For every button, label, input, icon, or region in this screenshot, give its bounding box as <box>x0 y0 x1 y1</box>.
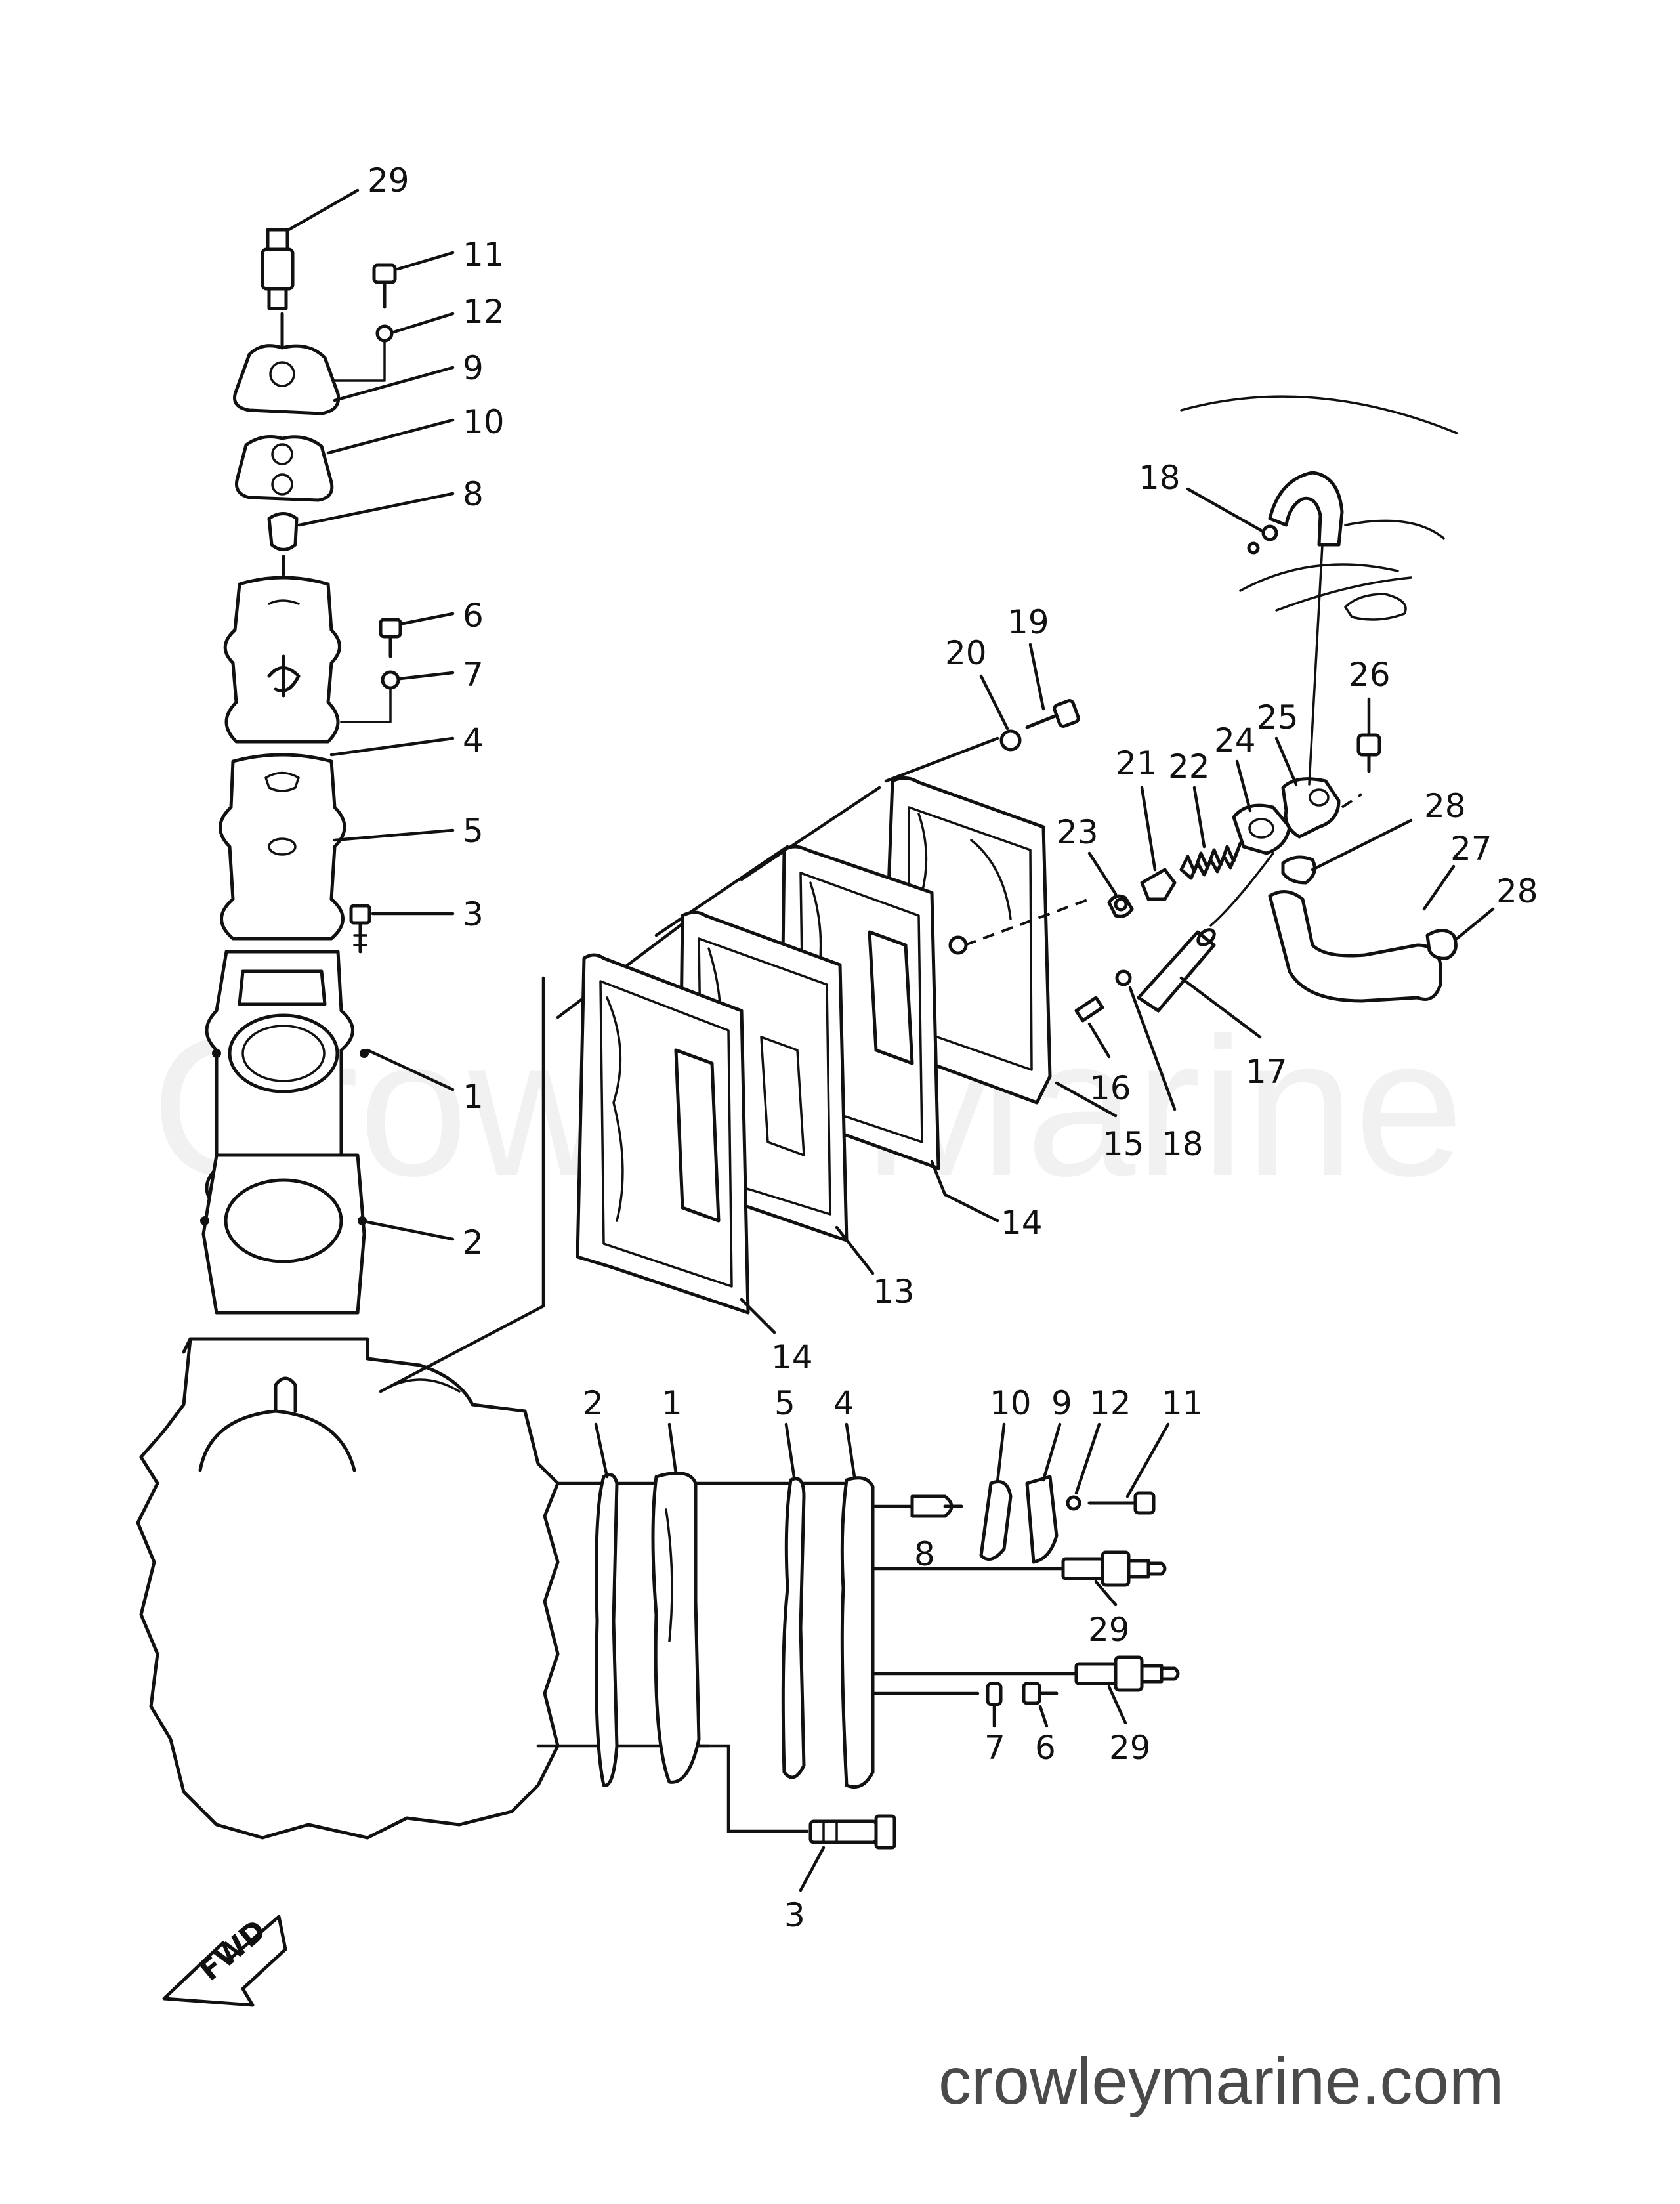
callout-7-top: 7 <box>463 656 484 694</box>
callout-3-top: 3 <box>463 895 484 933</box>
head-gasket-5 <box>219 753 346 941</box>
callout-16: 16 <box>1089 1069 1131 1107</box>
side-bolt-6 <box>1022 1682 1059 1705</box>
side-gasket-10 <box>979 1480 1013 1561</box>
callout-5-side: 5 <box>774 1384 795 1422</box>
clamp-28-right <box>1425 929 1458 960</box>
side-spark-plug-upper <box>1061 1550 1167 1587</box>
crankcase <box>136 1337 560 1840</box>
side-head-4 <box>840 1476 875 1789</box>
callout-15: 15 <box>1102 1125 1144 1163</box>
callout-1-side: 1 <box>662 1384 682 1422</box>
clip-18-upper <box>1261 524 1278 541</box>
callout-10-top: 10 <box>463 403 505 441</box>
callout-24: 24 <box>1214 721 1256 759</box>
pin-16 <box>1074 996 1104 1023</box>
callout-3-side: 3 <box>784 1896 805 1934</box>
callout-6-side: 6 <box>1035 1729 1056 1767</box>
callout-8-top: 8 <box>463 475 484 513</box>
bolt-6-top <box>379 618 402 658</box>
callout-4-side: 4 <box>833 1384 854 1422</box>
side-gasket-5 <box>781 1477 806 1779</box>
callout-2-side: 2 <box>583 1384 604 1422</box>
callout-11-side: 11 <box>1162 1384 1204 1422</box>
bolt-11-top <box>372 263 397 309</box>
side-spark-plug-lower <box>1074 1655 1180 1692</box>
callout-20: 20 <box>945 634 987 672</box>
callout-12-side: 12 <box>1089 1384 1131 1422</box>
callout-19: 19 <box>1007 603 1049 641</box>
clamp-28-left <box>1281 855 1316 885</box>
washer-7-top <box>381 670 400 690</box>
cover-25 <box>1281 777 1341 839</box>
callout-14-mid: 14 <box>1001 1204 1043 1242</box>
callout-28-right: 28 <box>1496 872 1538 910</box>
callout-28-left: 28 <box>1424 787 1466 825</box>
callout-8-side: 8 <box>914 1535 935 1573</box>
callout-5-top: 5 <box>463 812 484 850</box>
pipe-17 <box>1137 930 1216 1013</box>
callout-10-side: 10 <box>990 1384 1032 1422</box>
site-url: crowleymarine.com <box>938 2045 1503 2118</box>
callout-26: 26 <box>1349 656 1391 694</box>
clip-18-lower <box>1115 969 1132 986</box>
callout-25: 25 <box>1257 698 1299 736</box>
base-gasket-2 <box>201 1153 366 1315</box>
side-stud-3 <box>808 1814 896 1850</box>
spark-plug-top <box>261 228 295 310</box>
side-bolt-11 <box>1087 1491 1156 1515</box>
callout-1-top: 1 <box>463 1078 484 1116</box>
callout-18-upper: 18 <box>1139 459 1181 497</box>
hose-upper <box>1268 471 1344 547</box>
washer-20 <box>999 729 1022 752</box>
bolt-19 <box>1025 699 1080 729</box>
callout-17: 17 <box>1246 1053 1288 1091</box>
callout-14-front: 14 <box>771 1338 813 1376</box>
callout-23: 23 <box>1057 813 1099 851</box>
callout-12-top: 12 <box>463 293 505 331</box>
side-washer-12 <box>1066 1495 1082 1511</box>
callout-22: 22 <box>1168 748 1210 786</box>
washer-12-top <box>375 324 394 343</box>
callout-4-top: 4 <box>463 721 484 759</box>
bolt-26 <box>1341 733 1381 809</box>
side-gasket-2 <box>595 1473 619 1787</box>
side-thermostat-8 <box>910 1494 963 1518</box>
fwd-direction-arrow: FWD <box>162 1913 287 2007</box>
side-cover-9 <box>1025 1475 1059 1564</box>
callout-11-top: 11 <box>463 236 505 274</box>
hose-27 <box>1268 890 1442 1003</box>
callout-29-side-lower: 29 <box>1109 1729 1151 1767</box>
spring-22 <box>1179 841 1242 880</box>
callout-7-side: 7 <box>984 1729 1005 1767</box>
callout-18-lower: 18 <box>1162 1125 1204 1163</box>
callout-29-top: 29 <box>368 161 410 200</box>
gasket-10-top <box>235 435 334 502</box>
callout-13: 13 <box>873 1273 915 1311</box>
callout-2-top: 2 <box>463 1223 484 1261</box>
water-cover-9 <box>233 344 341 415</box>
callout-21: 21 <box>1116 744 1158 782</box>
stud-3-top <box>349 904 371 954</box>
callout-9-side: 9 <box>1051 1384 1072 1422</box>
gasket-14-front <box>576 953 750 1315</box>
side-cylinder-1 <box>651 1471 701 1784</box>
callout-29-side-upper: 29 <box>1088 1611 1130 1649</box>
callout-9-top: 9 <box>463 349 484 387</box>
callout-6-top: 6 <box>463 597 484 635</box>
side-washer-7 <box>986 1682 1003 1706</box>
gasket-24 <box>1232 803 1292 855</box>
thermostat-8-top <box>267 512 299 551</box>
valve-21 <box>1140 868 1177 901</box>
callout-27: 27 <box>1450 830 1492 868</box>
